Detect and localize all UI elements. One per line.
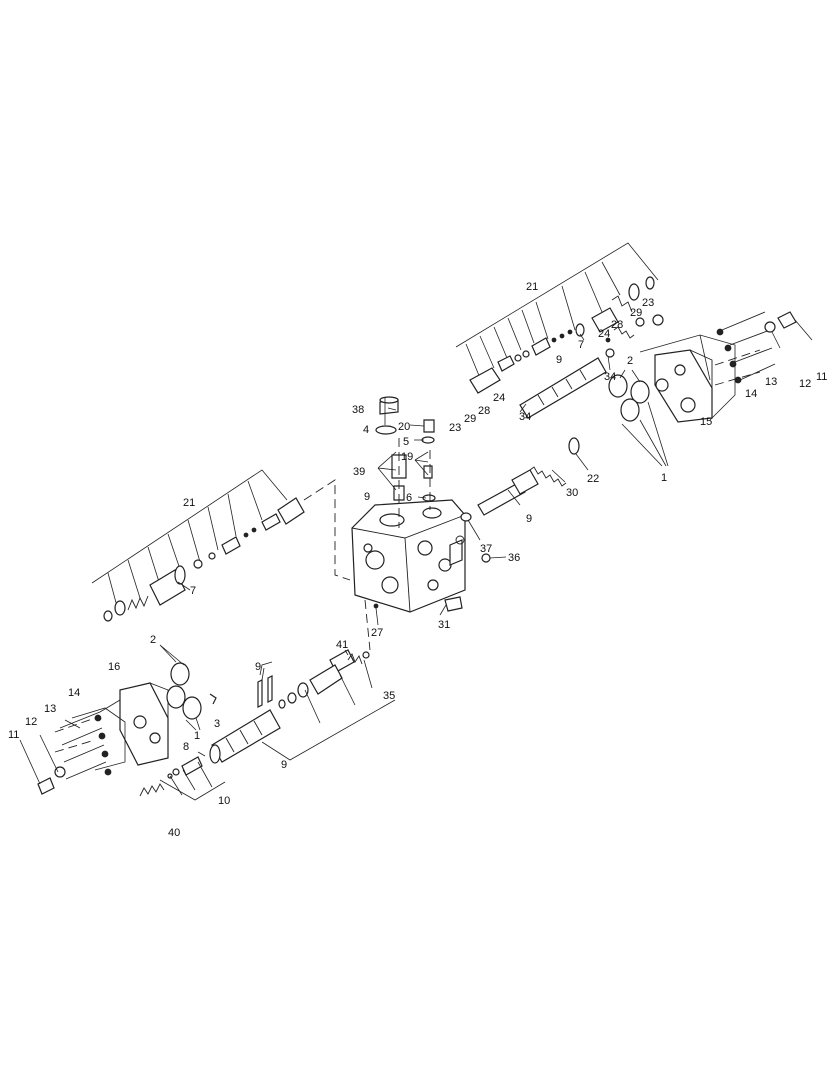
callout-label: 15 [700,416,712,428]
callout-label: 4 [363,424,369,436]
callout-label: 27 [371,627,383,639]
right-shaft-parts [444,437,580,612]
left-end-cover [37,682,169,795]
callout-label: 1 [661,472,667,484]
callout-label: 35 [383,690,395,702]
leader-lines [19,319,813,785]
callout-label: 10 [218,795,230,807]
upper-left-assembly [91,469,351,622]
callout-label: 30 [566,487,578,499]
callout-label: 2 [150,634,156,646]
right-seal-rings [608,369,669,467]
callout-label: 7 [190,585,196,597]
callout-label: 5 [403,436,409,448]
callout-label: 29 [630,307,642,319]
callout-label: 24 [598,328,610,340]
callout-label: 2 [627,355,633,367]
callout-label: 40 [168,827,180,839]
callout-label: 13 [44,703,56,715]
callout-label: 34 [604,371,616,383]
callout-label: 23 [449,422,461,434]
callout-label: 21 [183,497,195,509]
callout-label: 19 [401,451,413,463]
callout-label: 14 [68,687,80,699]
callout-label: 22 [587,473,599,485]
callout-label: 9 [556,354,562,366]
callout-label: 37 [480,543,492,555]
callout-label: 20 [398,421,410,433]
lower-center-parts [257,599,379,709]
callout-label: 7 [578,339,584,351]
callout-label: 14 [745,388,757,400]
callout-label: 39 [353,466,365,478]
callout-label: 41 [336,639,348,651]
right-end-cover [639,311,797,423]
callout-label: 1 [194,730,200,742]
upper-center-parts [375,396,436,528]
callout-label: 36 [508,552,520,564]
upper-right-assembly [455,242,664,419]
callout-label: 11 [8,729,19,741]
callout-label: 24 [493,392,505,404]
callout-label: 9 [281,759,287,771]
callout-label: 9 [255,661,261,673]
callout-label: 31 [438,619,450,631]
callout-label: 21 [526,281,538,293]
callout-label: 8 [183,741,189,753]
callout-label: 9 [364,491,370,503]
valve-body [351,499,466,613]
callout-label: 11 [816,371,827,383]
callout-label: 13 [765,376,777,388]
lower-spool-assembly [139,674,396,801]
callout-label: 16 [108,661,120,673]
callout-label: 3 [214,718,220,730]
callout-label: 34 [519,411,531,423]
callout-label: 9 [526,513,532,525]
callout-label: 28 [478,405,490,417]
callout-label: 28 [611,319,623,331]
callout-label: 23 [642,297,654,309]
callout-label: 12 [799,378,811,390]
callout-label: 6 [406,492,412,504]
callout-label: 29 [464,413,476,425]
left-seal-rings [159,644,217,731]
callout-label: 12 [25,716,37,728]
callout-labels: 21 23 29 28 24 7 9 34 2 12 11 13 14 15 1… [8,281,827,839]
callout-label: 38 [352,404,364,416]
